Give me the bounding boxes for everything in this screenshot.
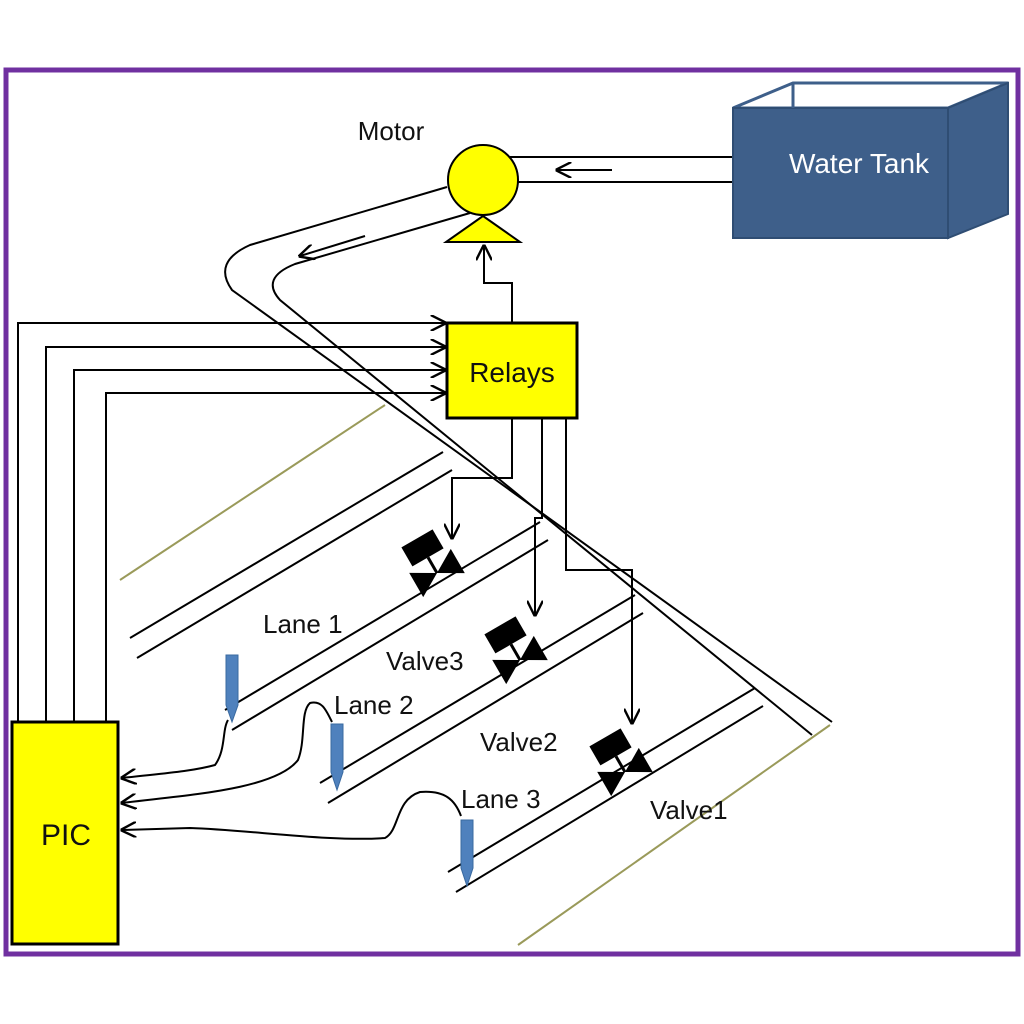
sensor-wires [122,701,462,840]
lane-pipes [129,451,764,893]
main-pipe [224,186,833,736]
inlet-pipe [510,156,733,183]
lane1-label: Lane 1 [263,609,343,639]
valve1-label: Valve1 [650,795,728,825]
sensor-lane2 [330,723,344,792]
relays-box [445,321,579,420]
field-boundary-lines [119,404,831,946]
valve3-icon [401,529,465,598]
pic-box [10,720,120,946]
sensor-lane3 [460,819,474,888]
valve2-label: Valve2 [480,727,558,757]
valve1-icon [589,728,653,797]
valve2-icon [484,616,548,685]
sensor-lane1 [225,654,239,724]
relays-label: Relays [469,357,555,388]
relay-to-valve-wires [452,418,632,723]
water-tank-label: Water Tank [789,148,930,179]
lane3-label: Lane 3 [461,784,541,814]
relay-to-motor-wire [484,246,513,322]
valve3-label: Valve3 [386,646,464,676]
motor-icon [442,144,524,243]
pic-label: PIC [41,819,91,852]
pic-to-relay-wires [17,323,445,722]
water-tank-icon [732,81,1009,240]
lane2-label: Lane 2 [334,690,414,720]
soil-sensors [225,654,474,888]
motor-label: Motor [358,116,425,146]
